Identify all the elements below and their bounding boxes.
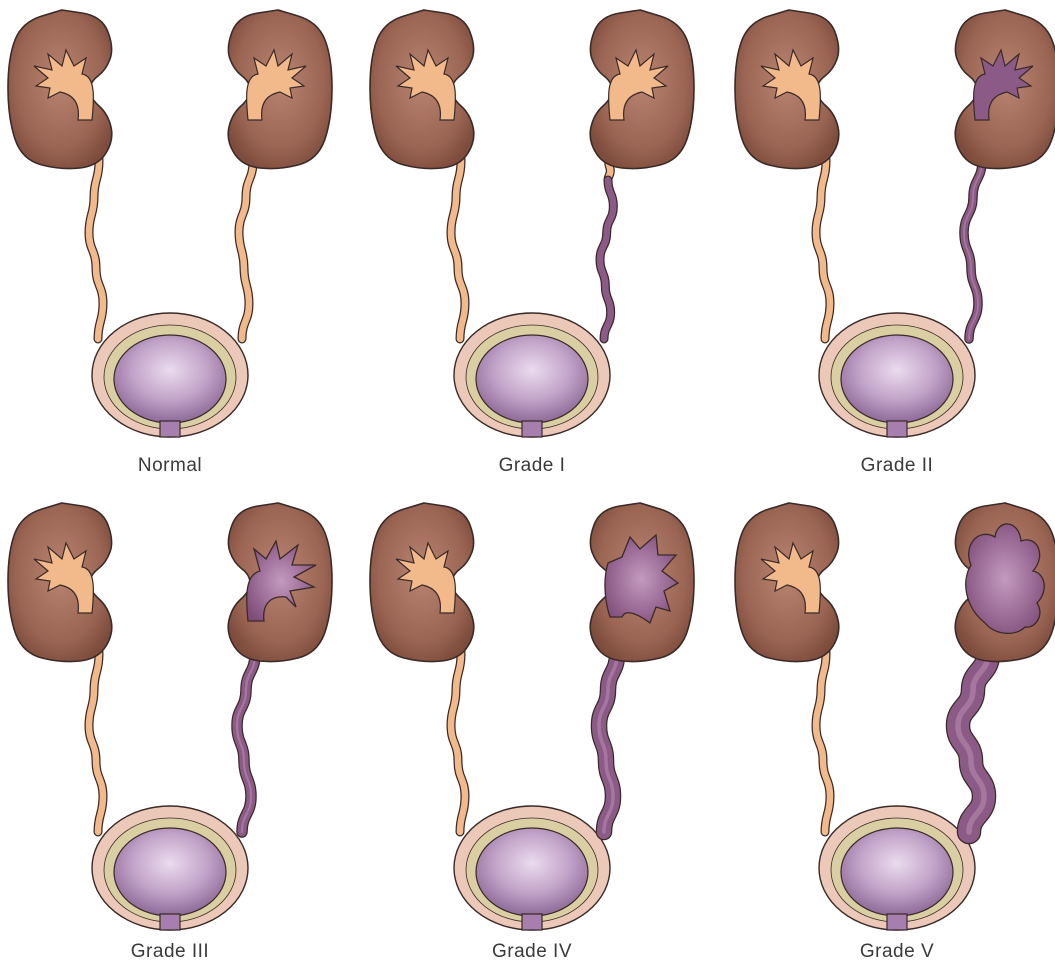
panel-label-grade-2: Grade II [861, 455, 934, 476]
panel-normal [8, 10, 332, 437]
panel-grade-3 [8, 503, 332, 930]
bladder [92, 806, 248, 930]
panel-grade-2 [735, 10, 1055, 437]
urethra [887, 914, 907, 930]
panel-label-grade-4: Grade IV [492, 941, 572, 962]
panel-label-grade-1: Grade I [499, 455, 566, 476]
panel-label-grade-3: Grade III [131, 941, 209, 962]
bladder-lumen [114, 828, 226, 916]
panel-grade-1 [370, 10, 694, 437]
bladder-lumen [114, 335, 226, 423]
bladder-lumen [841, 828, 953, 916]
urethra [160, 421, 180, 437]
bladder [454, 313, 610, 437]
urethra [887, 421, 907, 437]
bladder-lumen [841, 335, 953, 423]
urethra [522, 421, 542, 437]
bladder-lumen [476, 828, 588, 916]
urethra [522, 914, 542, 930]
panel-label-grade-5: Grade V [860, 941, 934, 962]
bladder [92, 313, 248, 437]
panel-label-normal: Normal [138, 455, 202, 476]
bladder [819, 313, 975, 437]
panel-grade-4 [370, 503, 694, 930]
bladder [819, 806, 975, 930]
bladder [454, 806, 610, 930]
urethra [160, 914, 180, 930]
bladder-lumen [476, 335, 588, 423]
panel-grade-5 [735, 503, 1055, 930]
